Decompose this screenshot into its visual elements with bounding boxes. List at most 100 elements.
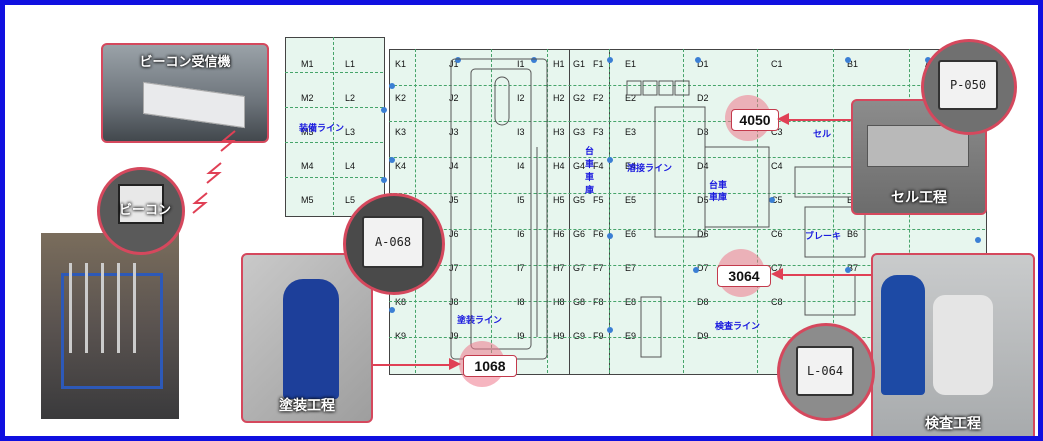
plan-cell-c1: C1 xyxy=(771,59,783,69)
receiver-caption: ビーコン受信機 xyxy=(139,54,231,69)
plan-cell-h2: H2 xyxy=(553,93,565,103)
plan-cell-h9: H9 xyxy=(553,331,565,341)
cell-tag-closeup: P-050 xyxy=(921,39,1017,135)
paint-process-caption: 塗装工程 xyxy=(279,397,335,413)
plan-cell-c3: C3 xyxy=(771,127,783,137)
paint-tag: A-068 xyxy=(362,216,424,268)
cell-reading: 4050 xyxy=(731,109,779,131)
plan-cell-b7: B7 xyxy=(847,263,859,273)
plan-cell-f5: F5 xyxy=(593,195,604,205)
cart-storage-area xyxy=(569,49,611,375)
plan-cell-c5: C5 xyxy=(771,195,783,205)
beacon-dot xyxy=(607,233,613,239)
plan-cell-h7: H7 xyxy=(553,263,565,273)
beacon-dot xyxy=(607,327,613,333)
plan-cell-j6: J6 xyxy=(449,229,459,239)
grid-line xyxy=(683,49,684,373)
grid-line xyxy=(285,107,383,108)
plan-cell-j7: J7 xyxy=(449,263,459,273)
plan-cell-b1: B1 xyxy=(847,59,859,69)
receiver-photo: ビーコン受信機 xyxy=(101,43,269,143)
plan-cell-k9: K9 xyxy=(395,331,407,341)
plan-cell-e7: E7 xyxy=(625,263,637,273)
plan-cell-m3: M3 xyxy=(301,127,314,137)
plan-cell-j8: J8 xyxy=(449,297,459,307)
plan-cell-m2: M2 xyxy=(301,93,314,103)
plan-cell-i8: I8 xyxy=(517,297,525,307)
plan-cell-f1: F1 xyxy=(593,59,604,69)
grid-line xyxy=(389,265,985,266)
paint-line-label: 塗装ライン xyxy=(457,315,503,325)
plan-cell-d8: D8 xyxy=(697,297,709,307)
plan-cell-g7: G7 xyxy=(573,263,586,273)
plan-cell-f8: F8 xyxy=(593,297,604,307)
plan-cell-j3: J3 xyxy=(449,127,459,137)
plan-cell-h4: H4 xyxy=(553,161,565,171)
cart-store-label: 台車車庫 xyxy=(585,146,595,195)
plan-cell-f9: F9 xyxy=(593,331,604,341)
beacon-dot xyxy=(455,57,461,63)
plan-cell-e8: E8 xyxy=(625,297,637,307)
plan-cell-d5: D5 xyxy=(697,195,709,205)
grid-line xyxy=(389,121,985,122)
inspect-process-caption: 検査工程 xyxy=(925,415,981,431)
cell-arrow xyxy=(789,119,853,121)
beacon-dot xyxy=(381,177,387,183)
brake-label: ブレーキ xyxy=(805,231,842,241)
plan-cell-m5: M5 xyxy=(301,195,314,205)
grid-line xyxy=(833,49,834,373)
inspect-arrow xyxy=(783,274,879,276)
beacon-dot xyxy=(607,57,613,63)
plan-cell-c6: C6 xyxy=(771,229,783,239)
plan-cell-j4: J4 xyxy=(449,161,459,171)
plan-cell-k2: K2 xyxy=(395,93,407,103)
plan-cell-i9: I9 xyxy=(517,331,525,341)
equip-line-label: 装備ライン xyxy=(299,123,345,133)
beacon-dot xyxy=(845,57,851,63)
plan-cell-h6: H6 xyxy=(553,229,565,239)
line-outlines xyxy=(450,58,886,360)
plan-cell-d6: D6 xyxy=(697,229,709,239)
plan-cell-j1: J1 xyxy=(449,59,459,69)
beacon-caption: ビーコン xyxy=(119,202,172,217)
plan-cell-i6: I6 xyxy=(517,229,525,239)
cart-photo xyxy=(41,233,179,419)
beacon-dot xyxy=(975,237,981,243)
beacon-dot xyxy=(695,57,701,63)
plan-cell-d7: D7 xyxy=(697,263,709,273)
plan-cell-i7: I7 xyxy=(517,263,525,273)
plan-cell-e6: E6 xyxy=(625,229,637,239)
plan-cell-g8: G8 xyxy=(573,297,586,307)
grid-line xyxy=(389,337,985,338)
plan-cell-g6: G6 xyxy=(573,229,586,239)
beacon-dot xyxy=(389,83,395,89)
beacon-dot xyxy=(531,57,537,63)
cell-label: セル xyxy=(813,129,832,139)
plan-cell-j5: J5 xyxy=(449,195,459,205)
plan-cell-f2: F2 xyxy=(593,93,604,103)
cell-process-caption: セル工程 xyxy=(891,189,947,205)
paint-reading: 1068 xyxy=(463,355,517,377)
plan-cell-b6: B6 xyxy=(847,229,859,239)
plan-cell-e1: E1 xyxy=(625,59,637,69)
inspect-tag: L-064 xyxy=(796,346,854,396)
wireless-signal-icon xyxy=(192,130,236,214)
plan-cell-g3: G3 xyxy=(573,127,586,137)
beacon-dot xyxy=(845,267,851,273)
plan-cell-i5: I5 xyxy=(517,195,525,205)
beacon-dot xyxy=(389,307,395,313)
inspect-tag-closeup: L-064 xyxy=(777,323,875,421)
grid-line xyxy=(285,142,383,143)
inspect-line-label: 検査ライン xyxy=(715,321,761,331)
plan-cell-i1: I1 xyxy=(517,59,525,69)
plan-cell-d9: D9 xyxy=(697,331,709,341)
cart-store-label-2: 台車車庫 xyxy=(709,180,728,202)
grid-line xyxy=(389,85,985,86)
beacon-dot xyxy=(693,267,699,273)
paint-process-photo: 塗装工程 xyxy=(241,253,373,423)
grid-line xyxy=(491,49,492,373)
plan-cell-l4: L4 xyxy=(345,161,356,171)
plan-cell-l2: L2 xyxy=(345,93,356,103)
plan-cell-i3: I3 xyxy=(517,127,525,137)
grid-line xyxy=(389,193,985,194)
